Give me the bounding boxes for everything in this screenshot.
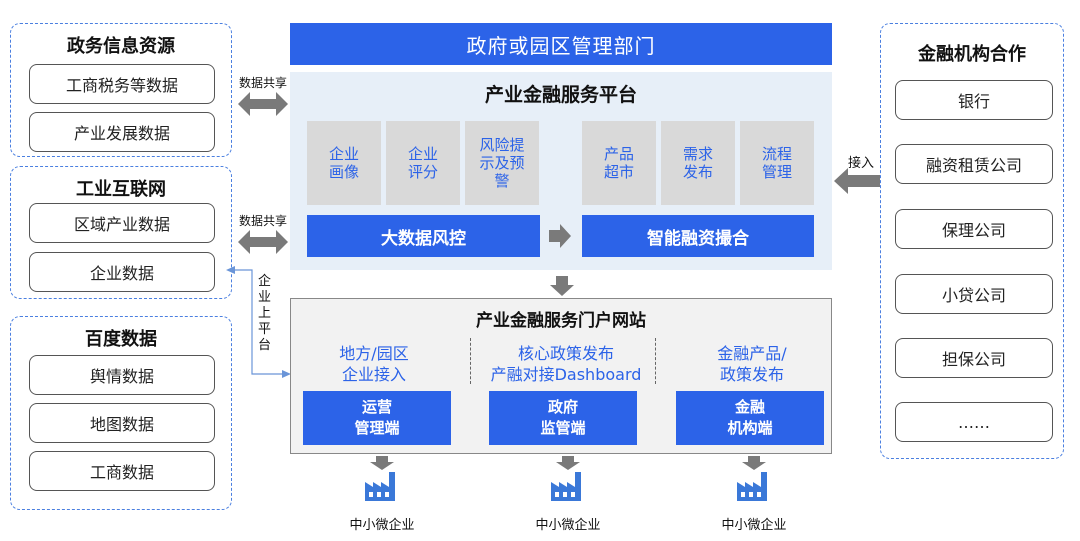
institution-item: 融资租赁公司 — [895, 144, 1053, 184]
right-arrow-icon — [549, 224, 571, 248]
financial-institution-button[interactable]: 金融 机构端 — [676, 391, 824, 445]
institution-item: 小贷公司 — [895, 274, 1053, 314]
cell-demand-publish: 需求 发布 — [661, 121, 735, 205]
enterprise-platform-label: 企 业 上 平 台 — [258, 274, 272, 353]
gov-supervision-button[interactable]: 政府 监管端 — [489, 391, 637, 445]
data-share-label: 数据共享 — [239, 76, 288, 90]
big-data-risk-bar: 大数据风控 — [307, 215, 540, 257]
data-item: 产业发展数据 — [29, 112, 215, 152]
factory-icon — [551, 472, 581, 501]
enterprise-connector-line — [226, 266, 291, 378]
cell-enterprise-profile: 企业 画像 — [307, 121, 381, 205]
data-share-label: 数据共享 — [239, 214, 288, 228]
cell-enterprise-score: 企业 评分 — [386, 121, 460, 205]
data-item: 工商税务等数据 — [29, 64, 215, 104]
group-title: 金融机构合作 — [918, 44, 1026, 65]
sme-label: 中小微企业 — [721, 518, 787, 533]
institution-item: 担保公司 — [895, 338, 1053, 378]
down-arrow-icon — [556, 456, 580, 470]
divider — [470, 338, 471, 384]
data-item: 舆情数据 — [29, 355, 215, 395]
cell-risk-warning: 风险提 示及预 警 — [465, 121, 539, 205]
portal-subtitle: 核心政策发布 产融对接Dashboard — [490, 344, 642, 384]
down-arrow-icon — [370, 456, 394, 470]
data-item: 企业数据 — [29, 252, 215, 292]
institution-item: 保理公司 — [895, 209, 1053, 249]
divider — [655, 338, 656, 384]
operation-management-button[interactable]: 运营 管理端 — [303, 391, 451, 445]
gov-info-group: 政务信息资源 工商税务等数据 产业发展数据 — [10, 23, 232, 157]
group-title: 政务信息资源 — [67, 36, 175, 57]
baidu-data-group: 百度数据 舆情数据 地图数据 工商数据 — [10, 316, 232, 510]
down-arrow-icon — [550, 276, 574, 296]
industrial-internet-group: 工业互联网 区域产业数据 企业数据 — [10, 166, 232, 299]
double-arrow-icon — [238, 92, 288, 116]
left-arrow-icon — [834, 168, 880, 194]
data-item: 区域产业数据 — [29, 203, 215, 243]
institution-item: …… — [895, 402, 1053, 442]
down-arrow-icon — [742, 456, 766, 470]
finance-institutions-group: 金融机构合作 银行 融资租赁公司 保理公司 小贷公司 担保公司 …… — [880, 23, 1064, 459]
group-title: 工业互联网 — [76, 179, 166, 200]
portal-title: 产业金融服务门户网站 — [476, 311, 646, 331]
cell-product-market: 产品 超市 — [582, 121, 656, 205]
factory-icon — [365, 472, 395, 501]
data-item: 地图数据 — [29, 403, 215, 443]
portal-subtitle: 金融产品/ 政策发布 — [717, 344, 787, 384]
smart-financing-bar: 智能融资撮合 — [582, 215, 814, 257]
group-title: 百度数据 — [85, 329, 157, 350]
cell-process-management: 流程 管理 — [740, 121, 814, 205]
institution-item: 银行 — [895, 80, 1053, 120]
data-item: 工商数据 — [29, 451, 215, 491]
double-arrow-icon — [238, 230, 288, 254]
access-label: 接入 — [848, 156, 875, 171]
portal-subtitle: 地方/园区 企业接入 — [339, 344, 409, 384]
sme-label: 中小微企业 — [349, 518, 415, 533]
gov-header: 政府或园区管理部门 — [290, 23, 832, 65]
factory-icon — [737, 472, 767, 501]
platform-title: 产业金融服务平台 — [484, 84, 637, 106]
sme-label: 中小微企业 — [535, 518, 601, 533]
